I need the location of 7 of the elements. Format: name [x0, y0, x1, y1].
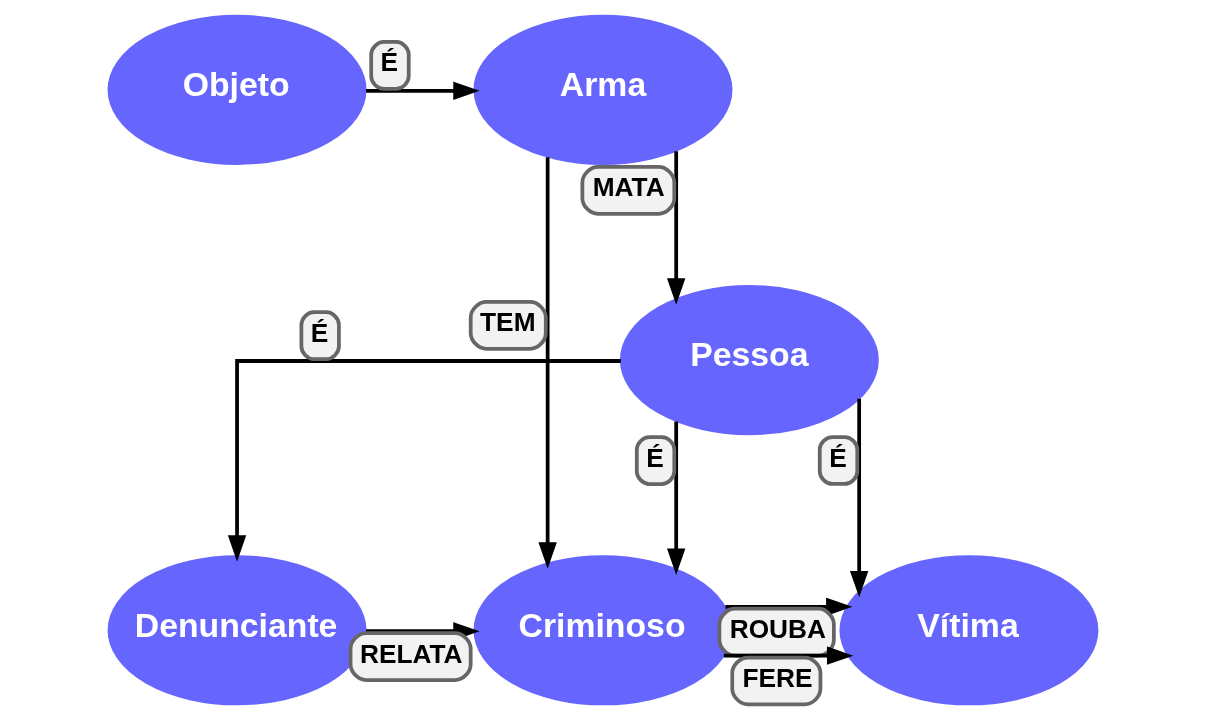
edge-label: FERE	[742, 662, 813, 693]
edge-label: TEM	[480, 307, 536, 338]
edge-label: É	[829, 442, 847, 473]
edge-label: É	[310, 317, 329, 348]
edge-label: É	[380, 47, 399, 78]
edge-label: MATA	[592, 172, 665, 203]
edge-label: É	[646, 442, 664, 473]
